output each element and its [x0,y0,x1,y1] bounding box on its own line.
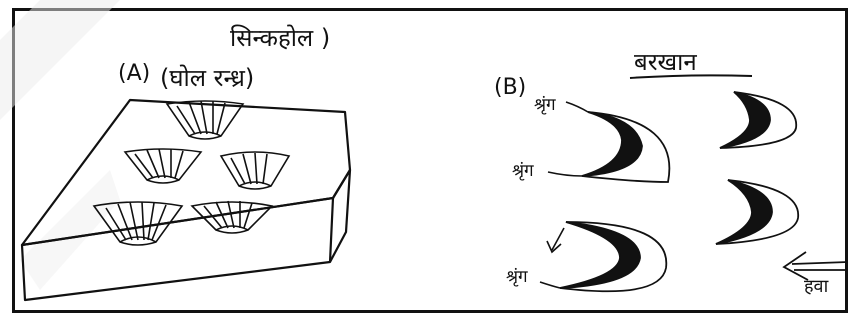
title-underline [629,74,753,79]
barchan-dune-icon [719,91,797,149]
panel-b-letter: (B) [494,75,526,100]
panel-a-title-bottom: (घोल रन्ध्र) [160,64,254,92]
sinkhole-icon [219,151,291,190]
horn-pointer [539,281,561,289]
watermark [0,0,120,290]
barchan-dune-icon [581,111,671,183]
horn-label-2: श्रृंग [512,161,534,181]
sinkhole-icon [190,200,274,234]
panel-a-letter: (A) [118,61,150,86]
panel-a-title-top: सिन्कहोल ) [230,24,330,52]
wind-label: हवा [804,276,829,297]
barchan-dune-icon [559,221,668,293]
horn-pointer [547,171,583,177]
horn-label-1: श्रृंग [534,95,556,115]
barchan-dune-icon [715,179,799,245]
horn-pointer [565,101,589,113]
horn-label-3: श्रृंग [506,267,528,287]
sinkhole-icon [92,201,184,246]
sinkhole-icon [165,100,245,140]
wind-arrow-icon [782,251,849,281]
sinkhole-icon [123,148,203,184]
diagram-frame [12,8,848,313]
panel-a-block [20,98,352,302]
arrow-icon [546,227,565,254]
panel-b-title: बरखान [634,48,697,76]
